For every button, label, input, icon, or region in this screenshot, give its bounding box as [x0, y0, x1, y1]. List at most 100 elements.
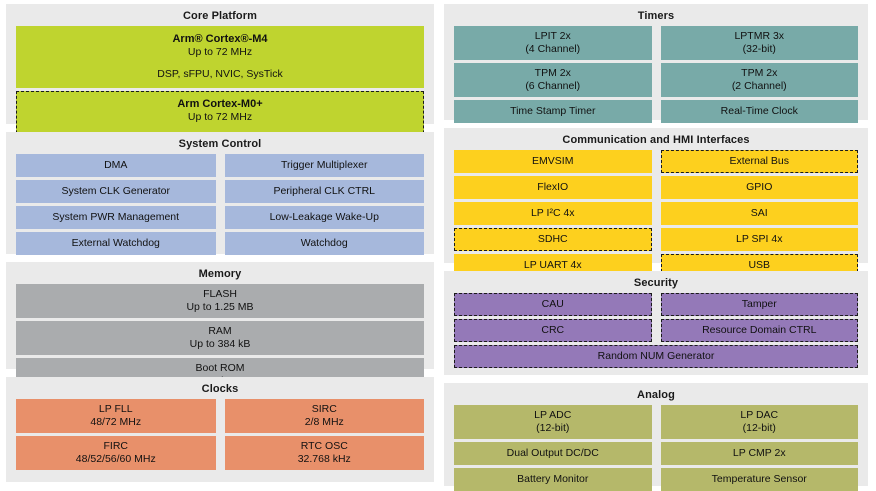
block-lp-i2c[interactable]: LP I²C 4x: [454, 202, 652, 225]
analog-row: Battery Monitor Temperature Sensor: [454, 468, 858, 491]
block-lptmr[interactable]: LPTMR 3x (32-bit): [660, 26, 858, 60]
communication-row: FlexIO GPIO: [454, 176, 858, 199]
block-sdhc[interactable]: SDHC: [454, 228, 652, 251]
block-dual-output-dcdc[interactable]: Dual Output DC/DC: [454, 442, 652, 465]
block-peripheral-clk-ctrl[interactable]: Peripheral CLK CTRL: [224, 180, 424, 203]
panel-memory: Memory FLASH Up to 1.25 MB RAM Up to 384…: [6, 262, 434, 392]
block-trigger-multiplexer[interactable]: Trigger Multiplexer: [224, 154, 424, 177]
block-rtc-osc[interactable]: RTC OSC 32.768 kHz: [224, 436, 424, 470]
block-ram[interactable]: RAM Up to 384 kB: [16, 321, 424, 355]
block-temperature-sensor[interactable]: Temperature Sensor: [660, 468, 858, 491]
timers-row: TPM 2x (6 Channel) TPM 2x (2 Channel): [454, 63, 858, 97]
block-rtc-osc-label: RTC OSC: [300, 440, 348, 452]
panel-communication-hmi: Communication and HMI Interfaces EMVSIM …: [444, 128, 868, 277]
system-control-row: External Watchdog Watchdog: [16, 232, 424, 255]
panel-timers: Timers LPIT 2x (4 Channel) LPTMR 3x (32-…: [444, 4, 868, 123]
panel-title-timers: Timers: [637, 10, 675, 22]
core-m0-header: Arm Cortex-M0+ Up to 72 MHz: [175, 95, 264, 128]
block-lpit-label: LPIT 2x: [534, 30, 571, 42]
block-lptmr-sub: (32-bit): [742, 43, 776, 55]
block-gpio[interactable]: GPIO: [660, 176, 858, 199]
block-time-stamp-timer[interactable]: Time Stamp Timer: [454, 100, 652, 123]
block-lpit-sub: (4 Channel): [525, 43, 581, 55]
block-tpm-6channel-sub: (6 Channel): [525, 80, 581, 92]
block-battery-monitor[interactable]: Battery Monitor: [454, 468, 652, 491]
timers-row: LPIT 2x (4 Channel) LPTMR 3x (32-bit): [454, 26, 858, 60]
block-lp-dac[interactable]: LP DAC (12-bit): [660, 405, 858, 439]
block-external-watchdog[interactable]: External Watchdog: [16, 232, 216, 255]
core-m0-name: Arm Cortex-M0+: [177, 98, 263, 110]
block-lp-adc[interactable]: LP ADC (12-bit): [454, 405, 652, 439]
block-lp-adc-sub: (12-bit): [536, 422, 570, 434]
communication-rows: EMVSIM External Bus FlexIO GPIO LP I²C 4…: [454, 150, 858, 277]
block-ram-label: RAM: [208, 325, 232, 337]
panel-title-analog: Analog: [637, 389, 675, 401]
core-m4-speed: Up to 72 MHz: [187, 46, 253, 58]
panel-analog: Analog LP ADC (12-bit) LP DAC (12-bit) D…: [444, 383, 868, 491]
block-tpm-6channel[interactable]: TPM 2x (6 Channel): [454, 63, 652, 97]
block-emvsim[interactable]: EMVSIM: [454, 150, 652, 173]
block-flash-size: Up to 1.25 MB: [186, 301, 254, 313]
block-system-pwr-management[interactable]: System PWR Management: [16, 206, 216, 229]
block-firc[interactable]: FIRC 48/52/56/60 MHz: [16, 436, 216, 470]
core-block-cortex-m4[interactable]: Arm® Cortex®-M4 Up to 72 MHz DSP, sFPU, …: [16, 26, 424, 88]
block-lptmr-label: LPTMR 3x: [734, 30, 785, 42]
system-control-row: System CLK Generator Peripheral CLK CTRL: [16, 180, 424, 203]
system-control-row: System PWR Management Low-Leakage Wake-U…: [16, 206, 424, 229]
block-lp-fll[interactable]: LP FLL 48/72 MHz: [16, 399, 216, 433]
block-lp-fll-label: LP FLL: [98, 403, 133, 415]
block-crc[interactable]: CRC: [454, 319, 652, 342]
block-tamper[interactable]: Tamper: [660, 293, 858, 316]
analog-row: Dual Output DC/DC LP CMP 2x: [454, 442, 858, 465]
block-tpm-2channel[interactable]: TPM 2x (2 Channel): [660, 63, 858, 97]
security-rows: CAU Tamper CRC Resource Domain CTRL Rand…: [454, 293, 858, 368]
block-sai[interactable]: SAI: [660, 202, 858, 225]
communication-row: LP I²C 4x SAI: [454, 202, 858, 225]
clocks-rows: LP FLL 48/72 MHz SIRC 2/8 MHz FIRC 48/52…: [16, 399, 424, 470]
block-system-clk-generator[interactable]: System CLK Generator: [16, 180, 216, 203]
panel-title-core-platform: Core Platform: [182, 10, 258, 22]
system-control-rows: DMA Trigger Multiplexer System CLK Gener…: [16, 154, 424, 255]
panel-title-system-control: System Control: [178, 138, 262, 150]
clocks-row: FIRC 48/52/56/60 MHz RTC OSC 32.768 kHz: [16, 436, 424, 470]
block-lpit[interactable]: LPIT 2x (4 Channel): [454, 26, 652, 60]
block-resource-domain-ctrl[interactable]: Resource Domain CTRL: [660, 319, 858, 342]
block-rtc-osc-freq: 32.768 kHz: [297, 453, 351, 465]
block-watchdog[interactable]: Watchdog: [224, 232, 424, 255]
block-lp-adc-label: LP ADC: [534, 409, 572, 421]
block-boot-rom-label: Boot ROM: [195, 362, 245, 374]
right-column: Timers LPIT 2x (4 Channel) LPTMR 3x (32-…: [444, 4, 868, 491]
block-sirc[interactable]: SIRC 2/8 MHz: [224, 399, 424, 433]
block-lp-dac-label: LP DAC: [740, 409, 779, 421]
block-flash-label: FLASH: [203, 288, 237, 300]
block-lp-spi[interactable]: LP SPI 4x: [660, 228, 858, 251]
clocks-row: LP FLL 48/72 MHz SIRC 2/8 MHz: [16, 399, 424, 433]
timers-row: Time Stamp Timer Real-Time Clock: [454, 100, 858, 123]
analog-rows: LP ADC (12-bit) LP DAC (12-bit) Dual Out…: [454, 405, 858, 491]
block-cau[interactable]: CAU: [454, 293, 652, 316]
core-m4-features: DSP, sFPU, NVIC, SysTick: [157, 68, 283, 80]
block-flexio[interactable]: FlexIO: [454, 176, 652, 199]
core-m0-speed: Up to 72 MHz: [187, 111, 253, 123]
block-dma[interactable]: DMA: [16, 154, 216, 177]
core-m4-header: Arm® Cortex®-M4 Up to 72 MHz: [170, 30, 269, 63]
block-low-leakage-wake-up[interactable]: Low-Leakage Wake-Up: [224, 206, 424, 229]
security-row: CRC Resource Domain CTRL: [454, 319, 858, 342]
block-real-time-clock[interactable]: Real-Time Clock: [660, 100, 858, 123]
left-column: Core Platform Arm® Cortex®-M4 Up to 72 M…: [6, 4, 434, 485]
core-m4-name: Arm® Cortex®-M4: [172, 33, 268, 45]
block-lp-dac-sub: (12-bit): [742, 422, 776, 434]
block-lp-cmp[interactable]: LP CMP 2x: [660, 442, 858, 465]
security-row: CAU Tamper: [454, 293, 858, 316]
panel-clocks: Clocks LP FLL 48/72 MHz SIRC 2/8 MHz FIR…: [6, 377, 434, 482]
block-lp-fll-freq: 48/72 MHz: [90, 416, 142, 428]
analog-row: LP ADC (12-bit) LP DAC (12-bit): [454, 405, 858, 439]
block-sirc-freq: 2/8 MHz: [304, 416, 344, 428]
block-external-bus[interactable]: External Bus: [660, 150, 858, 173]
block-random-num-generator[interactable]: Random NUM Generator: [454, 345, 858, 368]
memory-blocks: FLASH Up to 1.25 MB RAM Up to 384 kB Boo…: [16, 284, 424, 392]
panel-title-clocks: Clocks: [201, 383, 239, 395]
block-sirc-label: SIRC: [311, 403, 337, 415]
block-flash[interactable]: FLASH Up to 1.25 MB: [16, 284, 424, 318]
